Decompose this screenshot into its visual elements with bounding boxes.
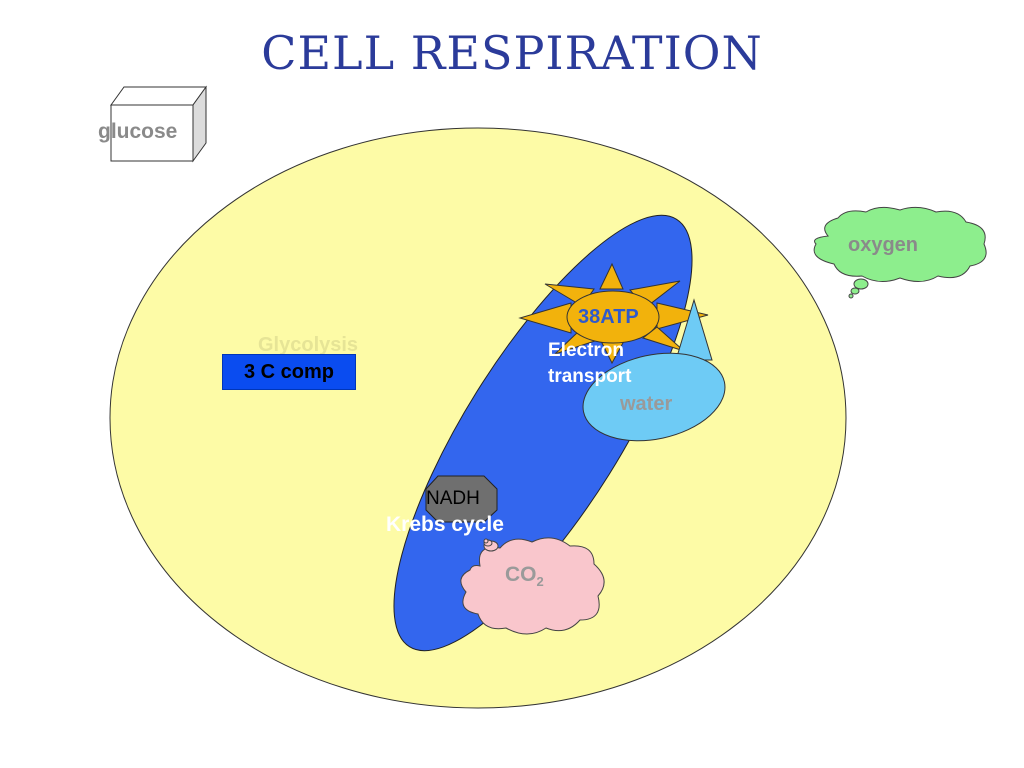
glucose-label: glucose [98, 120, 178, 143]
co2-main: CO [505, 563, 537, 586]
krebs-cycle-label: Krebs cycle [386, 513, 504, 536]
co2-label: CO2 [505, 563, 544, 589]
three-c-compound-label: 3 C comp [243, 360, 335, 383]
co2-subscript: 2 [536, 574, 544, 590]
nadh-octagon [425, 475, 498, 523]
electron-transport-line2: transport [548, 366, 632, 387]
electron-transport-label: Electron transport [548, 338, 638, 390]
nadh-label: NADH [426, 488, 480, 509]
atp-label: 38ATP [578, 306, 639, 328]
electron-transport-line1: Electron [548, 340, 625, 361]
three-c-compound-box: 3 C comp [222, 354, 356, 390]
page-title: Cell Respiration [261, 26, 763, 80]
oxygen-label: oxygen [848, 234, 919, 256]
atp-burst [518, 262, 709, 365]
glucose-cube [110, 85, 207, 163]
water-bubble [582, 352, 726, 442]
oxygen-cloud [813, 206, 987, 299]
co2-cloud [460, 537, 605, 635]
water-label: water [620, 393, 673, 415]
glycolysis-label: Glycolysis [258, 334, 359, 356]
